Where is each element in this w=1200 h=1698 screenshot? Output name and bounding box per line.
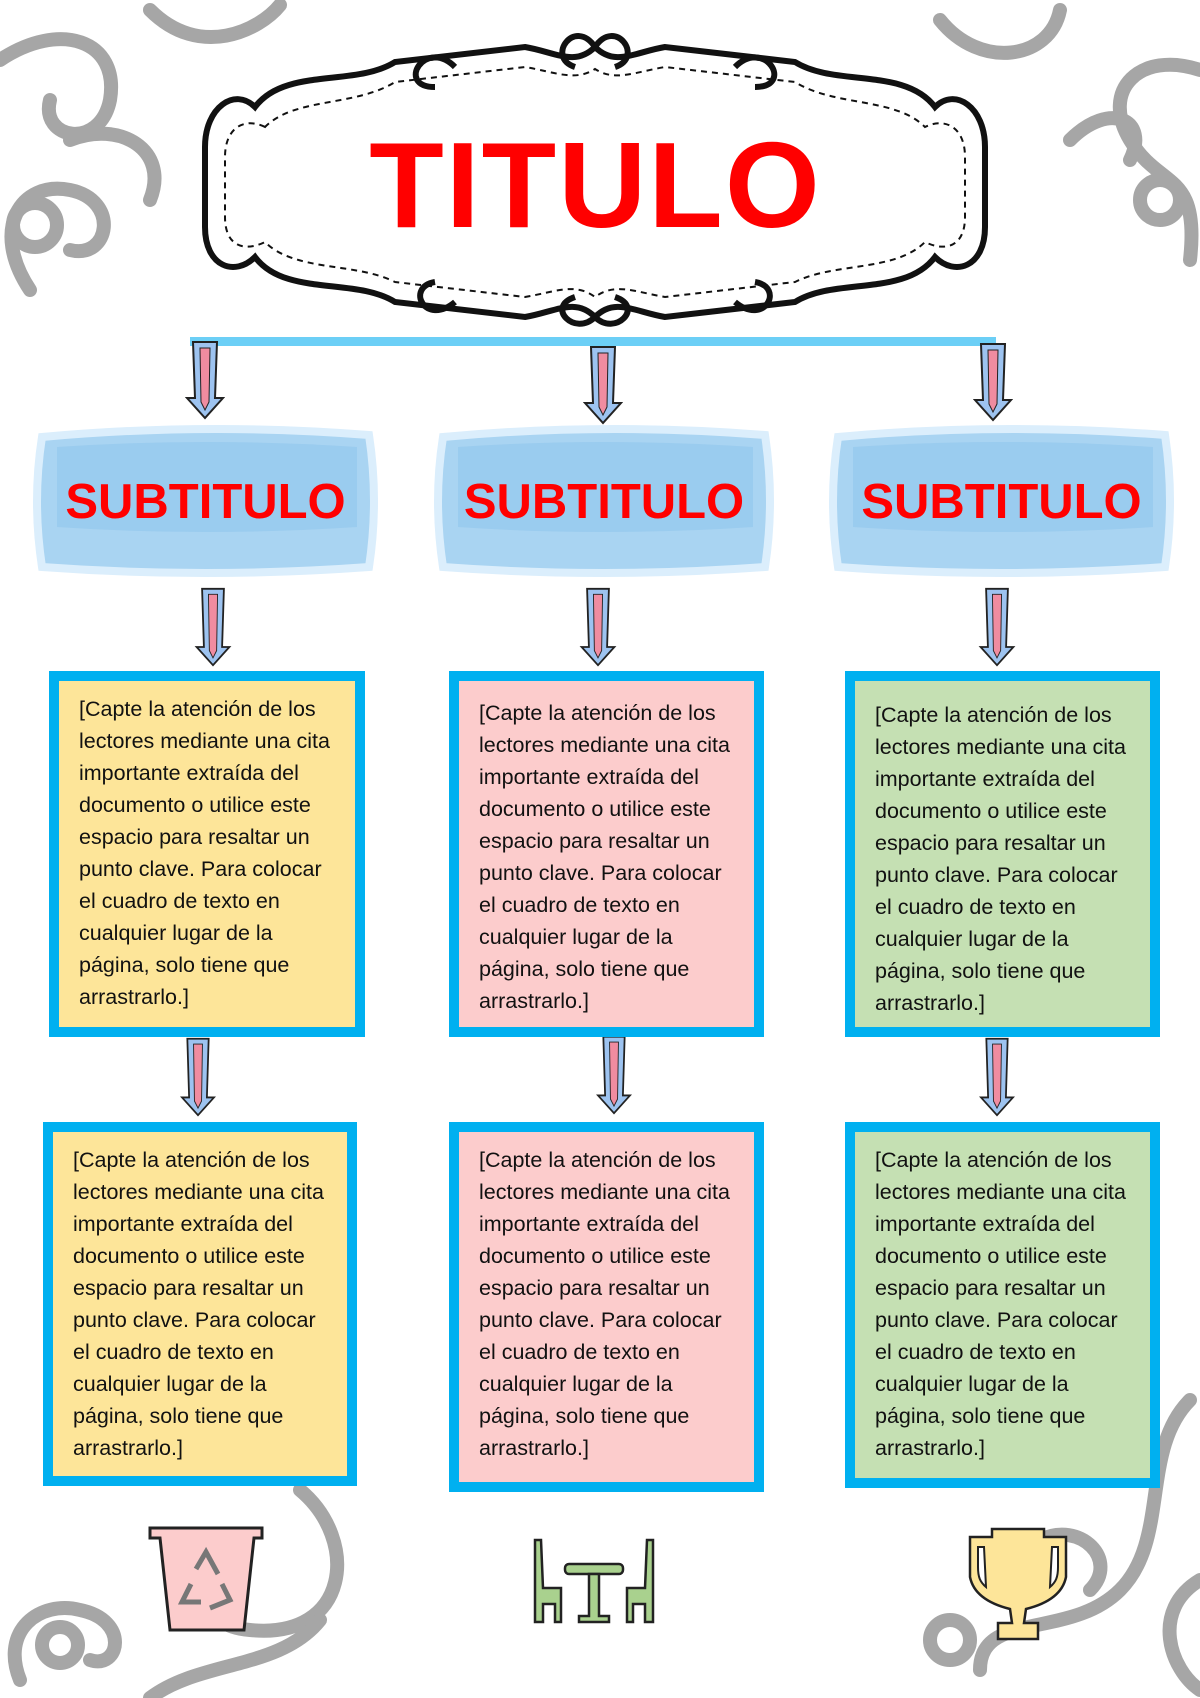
text-box-col1-row1[interactable]: [Capte la atención de los lectores media… (49, 671, 365, 1037)
swirl-ornament-top-left (0, 0, 287, 297)
trophy-icon (968, 1527, 1068, 1641)
down-arrow-icon (579, 587, 617, 667)
text-box-col2-row2[interactable]: [Capte la atención de los lectores media… (449, 1122, 764, 1492)
text-box-col1-row2[interactable]: [Capte la atención de los lectores media… (43, 1122, 357, 1486)
down-arrow-icon (185, 341, 225, 420)
subtitle-text: SUBTITULO (463, 475, 745, 529)
subtitle-text: SUBTITULO (861, 475, 1142, 529)
recycle-bin-icon (148, 1526, 264, 1632)
text-box-col3-row2[interactable]: [Capte la atención de los lectores media… (845, 1122, 1160, 1488)
down-arrow-icon (973, 343, 1013, 422)
swirl-ornament-top-right (933, 3, 1200, 267)
down-arrow-icon (194, 587, 232, 667)
table-chairs-icon (533, 1538, 655, 1624)
down-arrow-icon (583, 346, 623, 425)
page-title: TITULO (369, 117, 822, 253)
text-box-col3-row1[interactable]: [Capte la atención de los lectores media… (845, 671, 1160, 1037)
connector-line (190, 337, 996, 346)
subtitle-banner-3: SUBTITULO (823, 417, 1180, 585)
subtitle-banner-1: SUBTITULO (27, 417, 384, 585)
title-ornate-frame (202, 33, 988, 327)
down-arrow-icon (978, 587, 1016, 667)
subtitle-text: SUBTITULO (65, 475, 346, 529)
down-arrow-icon (180, 1037, 216, 1117)
subtitle-banner-2: SUBTITULO (428, 417, 780, 585)
down-arrow-icon (979, 1037, 1015, 1117)
down-arrow-icon (596, 1035, 632, 1115)
text-box-col2-row1[interactable]: [Capte la atención de los lectores media… (449, 671, 764, 1037)
